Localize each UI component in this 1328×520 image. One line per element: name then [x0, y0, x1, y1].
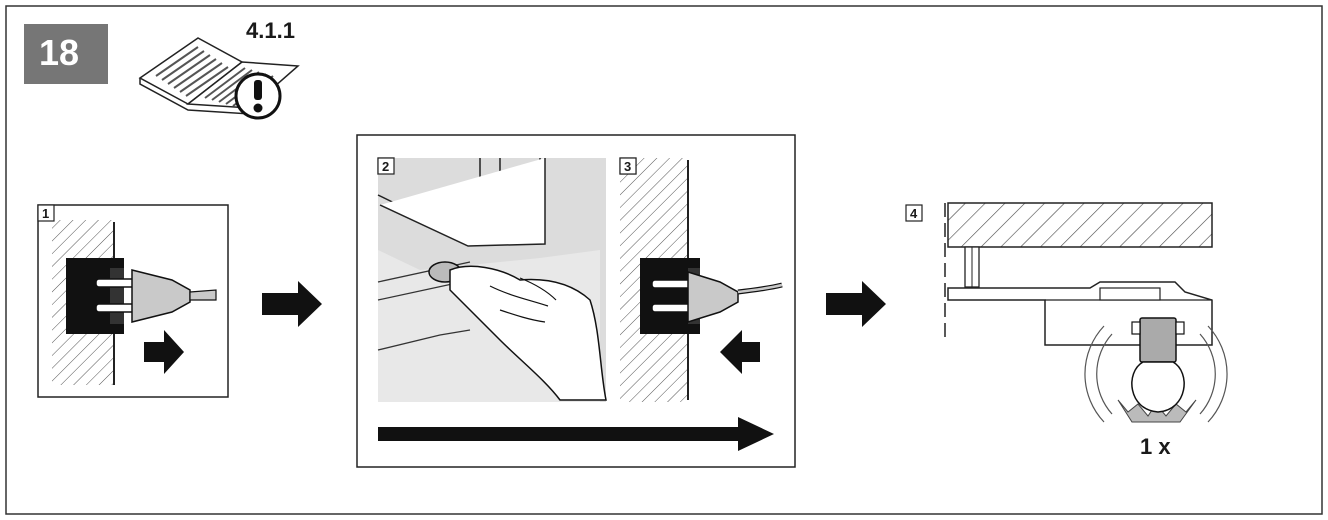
ceiling-hatching — [947, 202, 1213, 248]
arrow-right-icon — [262, 281, 322, 327]
step-2-panel — [377, 157, 774, 451]
step-1-panel — [37, 204, 229, 398]
figure-number-badge — [24, 24, 108, 84]
arrow-right-icon — [826, 281, 886, 327]
hand-icon — [449, 265, 607, 401]
arrow-right-icon — [378, 417, 774, 451]
light-bulb-icon — [1084, 317, 1228, 423]
arrow-right-icon — [144, 330, 184, 374]
manual-reference: 4.1.1 — [246, 18, 295, 43]
step-4-label: 4 — [910, 206, 918, 221]
plug-icon — [651, 270, 783, 324]
step-2-label: 2 — [382, 159, 390, 174]
socket-icon — [66, 258, 124, 334]
figure-number: 18 — [39, 32, 80, 73]
step-4-panel — [905, 202, 1228, 423]
arrow-left-icon — [720, 330, 760, 374]
plug-icon — [95, 269, 217, 323]
step-3-panel — [619, 157, 783, 402]
warning-exclamation-icon — [234, 72, 282, 120]
step-3-label: 3 — [624, 159, 632, 174]
bulb-count: 1 x — [1140, 434, 1171, 459]
step-1-label: 1 — [42, 206, 50, 221]
